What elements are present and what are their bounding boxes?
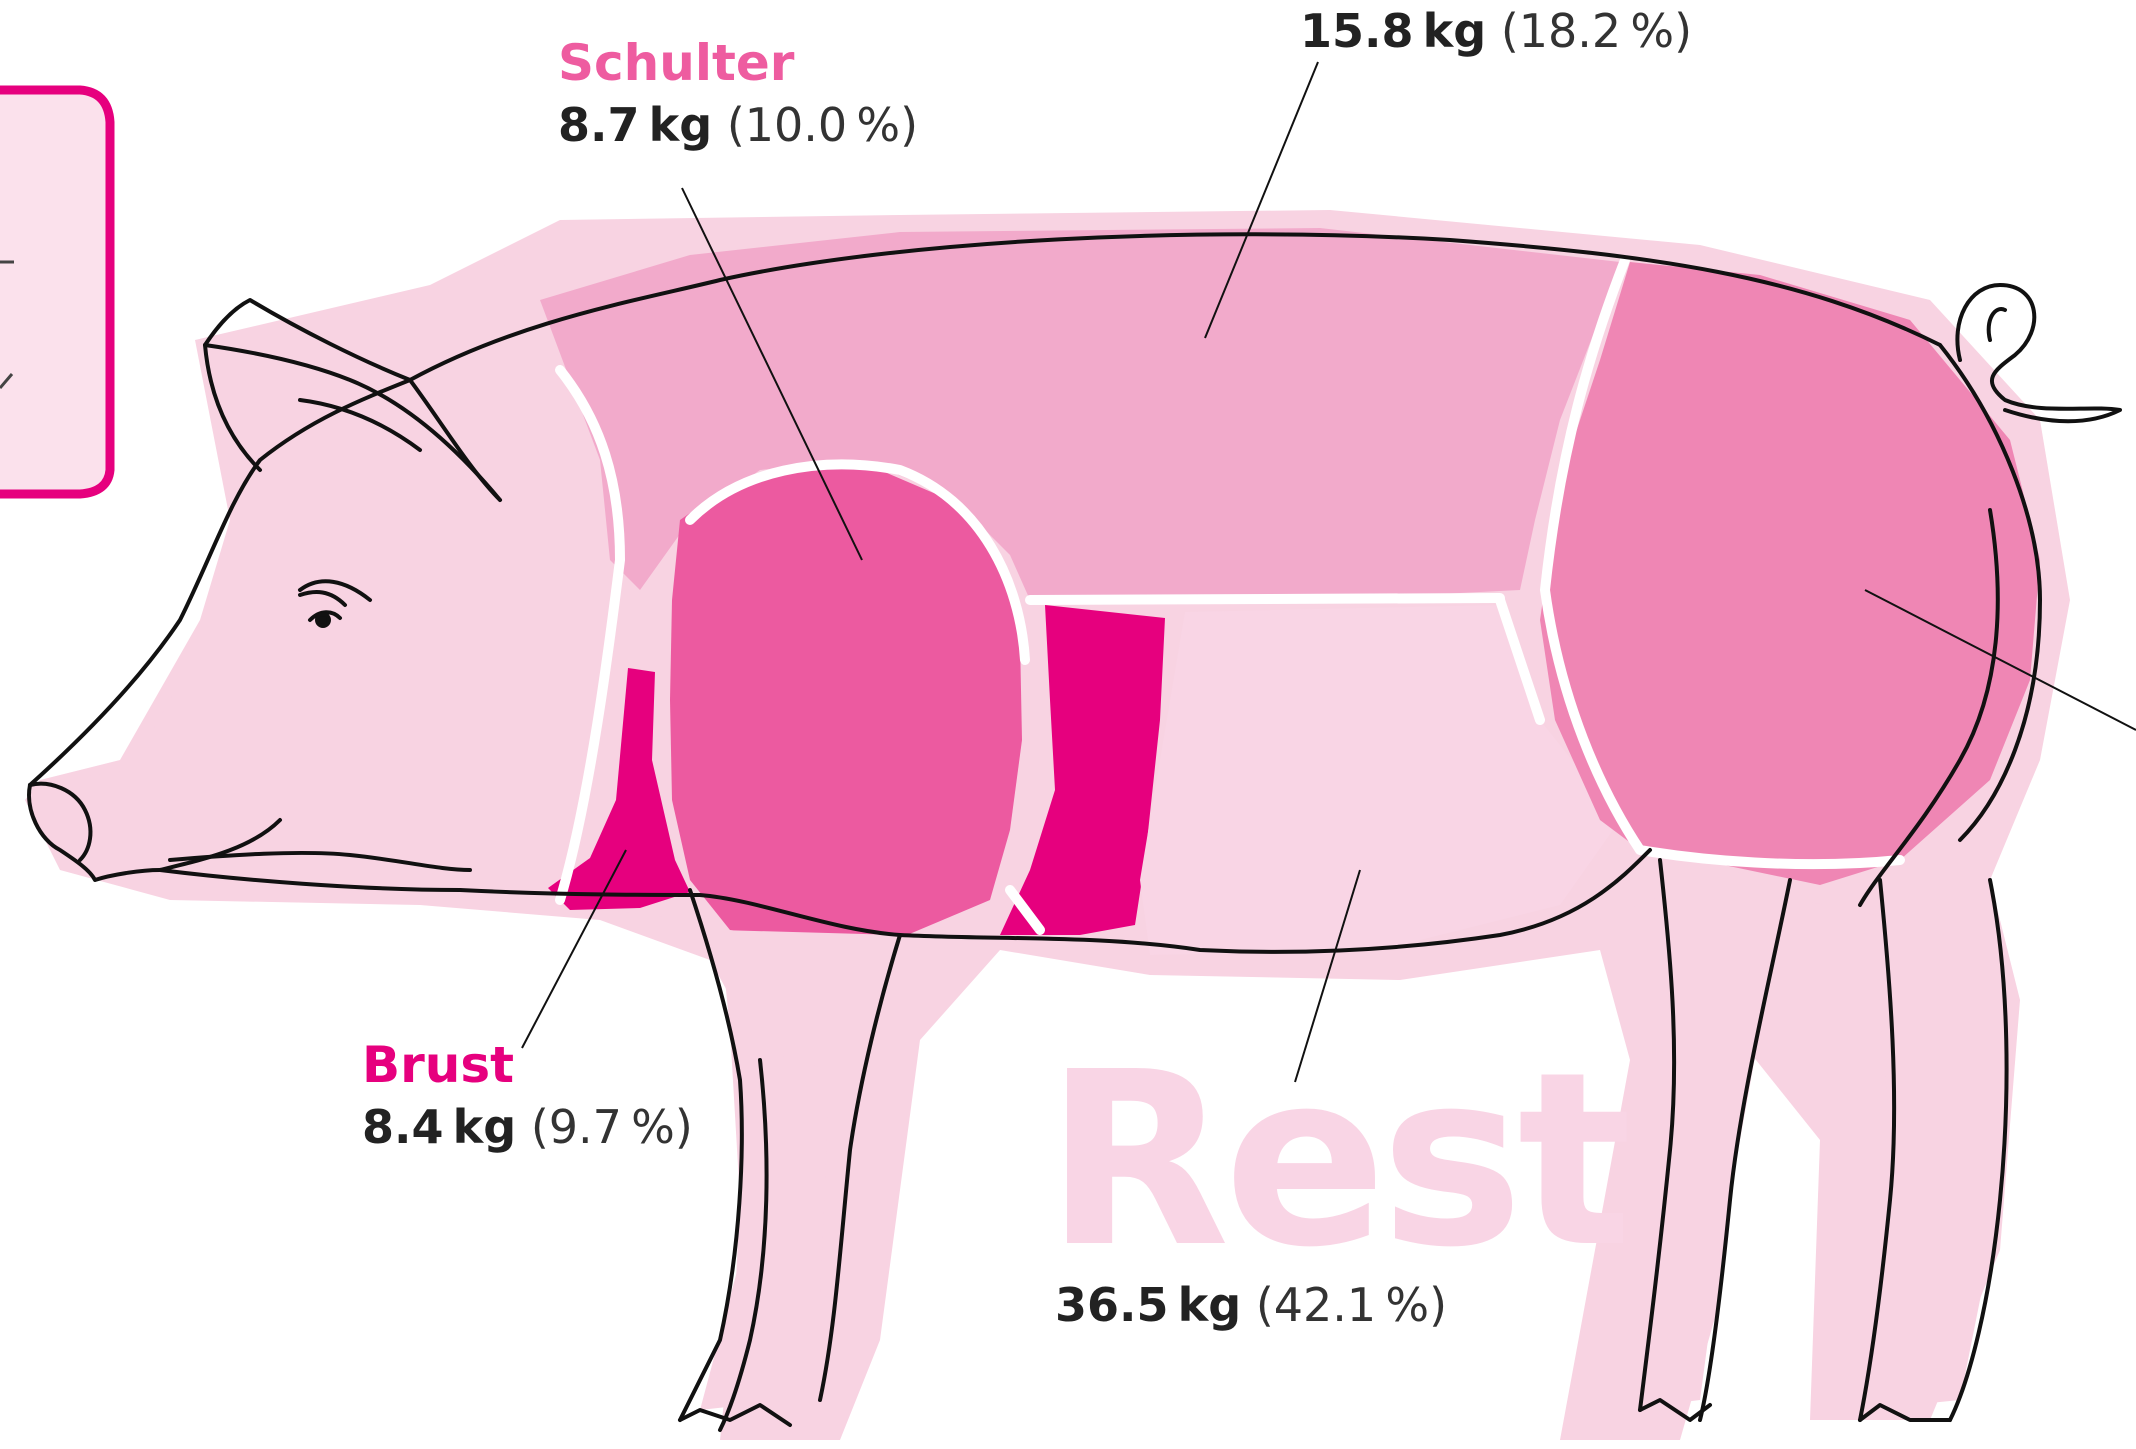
top-cut-kg: 15.8 kg <box>1300 4 1486 58</box>
brust-name: Brust <box>362 1040 693 1090</box>
brust-kg: 8.4 kg <box>362 1100 516 1154</box>
schulter-pct: (10.0 %) <box>727 98 918 152</box>
rest-value: 36.5 kg (42.1 %) <box>1055 1282 1447 1328</box>
rest-pct: (42.1 %) <box>1256 1278 1447 1332</box>
brust-value: 8.4 kg (9.7 %) <box>362 1104 693 1150</box>
rest-name: Rest <box>1045 1040 1626 1280</box>
rest-kg: 36.5 kg <box>1055 1278 1241 1332</box>
top-cut-pct: (18.2 %) <box>1501 4 1692 58</box>
brust-pct: (9.7 %) <box>531 1100 693 1154</box>
brust-label: Brust 8.4 kg (9.7 %) <box>362 1040 693 1150</box>
top-cut-value: 15.8 kg (18.2 %) <box>1300 8 1692 54</box>
schulter-name: Schulter <box>558 38 918 88</box>
schulter-kg: 8.7 kg <box>558 98 712 152</box>
cut-shoulder <box>670 465 1022 940</box>
info-box-frame <box>0 90 110 494</box>
top-cut-label: 15.8 kg (18.2 %) <box>1300 0 1692 54</box>
rest-label: 36.5 kg (42.1 %) <box>1055 1282 1447 1328</box>
schulter-label: Schulter 8.7 kg (10.0 %) <box>558 38 918 148</box>
schulter-value: 8.7 kg (10.0 %) <box>558 102 918 148</box>
